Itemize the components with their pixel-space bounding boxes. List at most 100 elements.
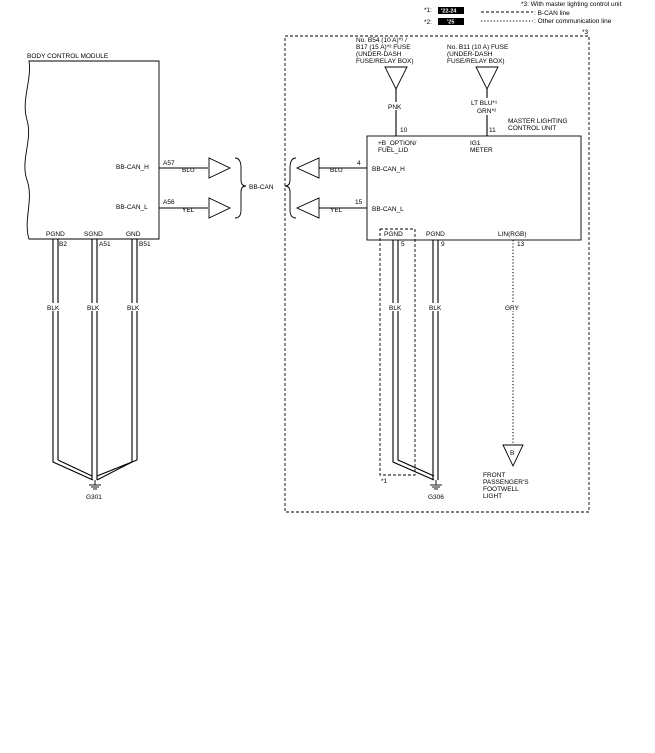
fuse1-line3: (UNDER-DASH (356, 51, 402, 58)
fuse2-power-arrow-icon (475, 66, 499, 91)
bcm-pin-canl-num: A56 (163, 199, 175, 206)
bcm-wire2-label-bg (84, 303, 104, 311)
mlcu-pin5-wire-a (392, 240, 435, 481)
canh-connector-right-arrow-icon (208, 157, 232, 179)
canl-color-left: YEL (182, 207, 195, 214)
fuse2-line3: FUSE/RELAY BOX) (447, 58, 505, 65)
ground-symbol-icon (89, 480, 101, 490)
footwell-line1: FRONT (483, 472, 505, 479)
mlcu-ig-label-1: IG1 (470, 140, 481, 147)
mlcu-opt-label-1: +B_OPTION/ (378, 140, 417, 147)
legend-note1-badge: '22-24 (441, 9, 457, 15)
fuse1-wire-label-bg (386, 102, 406, 110)
fuse-b54: No. B54 (10 A)*¹ / B17 (15 A)*² FUSE (UN… (356, 37, 414, 136)
legend-bcan-line: : B-CAN line (534, 10, 570, 17)
bcm-box (24, 60, 160, 240)
fuse2-line1: No. B11 (10 A) FUSE (447, 44, 509, 51)
mlcu-pin15: 15 (355, 199, 363, 206)
frame-note3-marker: *3 (582, 29, 589, 36)
mlcu-title-1: MASTER LIGHTING (508, 118, 568, 125)
mlcu-pgnd2-label: PGND (426, 231, 445, 238)
bb-can-left-brace (234, 157, 247, 219)
footwell-light: B FRONT PASSENGER'S FOOTWELL LIGHT (483, 444, 529, 500)
bcm-pgnd-num: B2 (59, 241, 67, 248)
legend-note2-badge: '25 (447, 20, 454, 26)
mlcu-pin5-wire-b (397, 240, 435, 477)
canh-color-left: BLU (182, 167, 195, 174)
bcm-wire3-label-bg (124, 303, 144, 311)
canl-connector-right-arrow-icon (208, 197, 232, 219)
mlcu-canh-label: BB-CAN_H (372, 166, 405, 173)
mlcu-pin13: 13 (517, 241, 525, 248)
bcm-wire2-color: BLK (87, 305, 100, 312)
bb-can-bus: BLU YEL BB-CAN BLU YEL (159, 157, 367, 219)
ground-symbol-icon (430, 480, 442, 490)
mlcu-wire13-color: GRY (505, 305, 520, 312)
bcm-wire1-label-bg (44, 303, 64, 311)
canl-color-right: YEL (330, 207, 343, 214)
footwell-connector-arrow-icon (502, 444, 524, 468)
bcm-title: BODY CONTROL MODULE (27, 53, 109, 60)
mlcu-opt-label-2: FUEL_LID (378, 147, 409, 154)
bcm-wire3-color: BLK (127, 305, 140, 312)
footwell-line4: LIGHT (483, 493, 502, 500)
bcm-pgnd-label: PGND (46, 231, 65, 238)
mlcu-note-star: *1 (381, 478, 388, 485)
mlcu-wire5-color: BLK (389, 305, 402, 312)
bcm-ground-merge-right (96, 459, 138, 477)
legend-other-line: : Other communication line (534, 18, 612, 25)
bcm-gnd-label: GND (126, 231, 141, 238)
canl-connector-left-arrow-icon (295, 197, 320, 219)
mlcu-pin5: 5 (401, 241, 405, 248)
fuse1-line1: No. B54 (10 A)*¹ / (356, 37, 407, 44)
mlcu-wire9-color: BLK (429, 305, 442, 312)
body-control-module: BODY CONTROL MODULE BB-CAN_H A57 BB-CAN_… (24, 53, 175, 501)
legend-note1-badge-bg (438, 7, 464, 14)
fuse2-wire-label-bg (468, 98, 506, 115)
bcm-wire1-color: BLK (47, 305, 60, 312)
bcm-pin-canl-label: BB-CAN_L (116, 204, 148, 211)
footwell-connector-label: B (510, 450, 514, 457)
mlcu-wire13-label-bg (503, 303, 523, 311)
fuse1-line2: B17 (15 A)*² FUSE (356, 44, 411, 51)
bcm-sgnd-label: SGND (84, 231, 103, 238)
legend: *3: With master lighting control unit *1… (424, 1, 622, 26)
fuse2-wire-color-1: LT BLU*¹ (471, 100, 498, 107)
bcm-gnd-num: B51 (139, 241, 151, 248)
fuse1-power-arrow-icon (384, 66, 408, 91)
bcm-ground-wire-1 (52, 239, 94, 481)
mlcu-ground-label: G306 (428, 494, 444, 501)
mlcu-ig-label-2: METER (470, 147, 493, 154)
bb-can-right-brace (284, 157, 297, 219)
legend-note2-label: *2: (424, 19, 432, 26)
legend-note3: *3: With master lighting control unit (521, 1, 622, 8)
mlcu-pgnd1-label: PGND (384, 231, 403, 238)
fuse-b11: No. B11 (10 A) FUSE (UNDER-DASH FUSE/REL… (447, 44, 509, 136)
mlcu-wire5-label-bg (386, 303, 406, 311)
mlcu-box (366, 135, 582, 241)
bb-can-label: BB-CAN (249, 184, 274, 191)
fuse2-wire-color-2: GRN*² (477, 108, 497, 115)
mlcu-wire9-label-bg (426, 303, 446, 311)
bcm-ground-wire-3 (96, 239, 133, 481)
mlcu-pin4: 4 (357, 160, 361, 167)
mlcu-pin9: 9 (441, 241, 445, 248)
legend-note1-label: *1: (424, 7, 432, 14)
canh-connector-left-arrow-icon (295, 157, 320, 179)
footwell-line2: PASSENGER'S (483, 479, 529, 486)
bcm-sgnd-num: A51 (99, 241, 111, 248)
mlcu-pin5-optional-frame (379, 228, 416, 476)
master-lighting-control-unit: MASTER LIGHTING CONTROL UNIT 10 11 +B_OP… (355, 118, 582, 501)
fuse1-wire-color: PNK (388, 104, 402, 111)
footwell-line3: FOOTWELL (483, 486, 519, 493)
mlcu-title-2: CONTROL UNIT (508, 125, 557, 132)
mlcu-pin10: 10 (400, 127, 408, 134)
bcm-ground-label: G301 (86, 494, 102, 501)
bcm-pin-canh-num: A57 (163, 160, 175, 167)
bcm-ground-merge-left (57, 459, 93, 477)
mlcu-canl-label: BB-CAN_L (372, 206, 404, 213)
fuse1-line4: FUSE/RELAY BOX) (356, 58, 414, 65)
legend-note2-badge-bg (438, 18, 464, 25)
mlcu-lin-label: LIN(RGB) (498, 231, 527, 238)
fuse2-line2: (UNDER-DASH (447, 51, 493, 58)
